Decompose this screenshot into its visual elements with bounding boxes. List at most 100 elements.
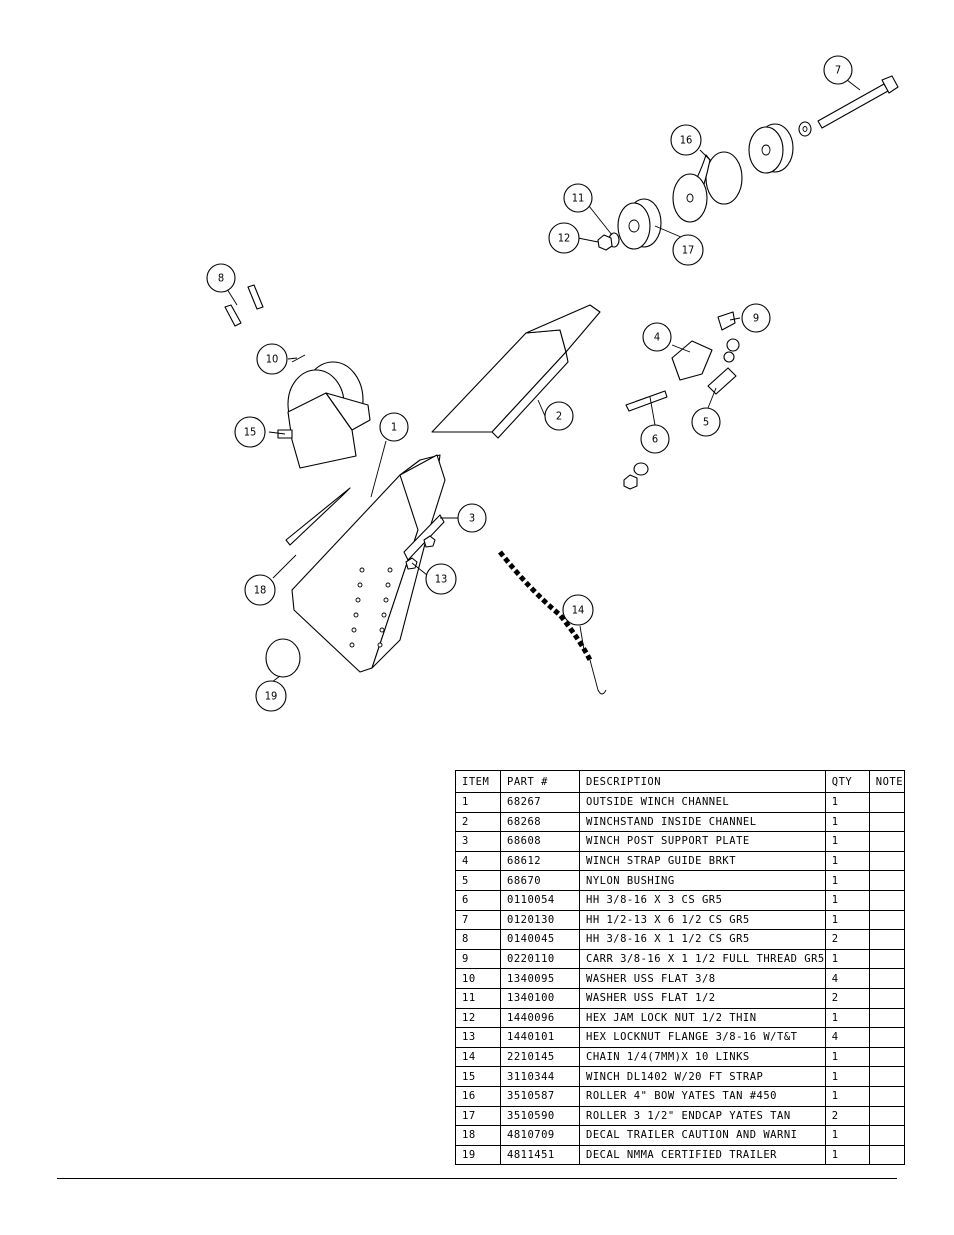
callout-17: 17	[672, 234, 704, 266]
col-header-note: NOTE	[868, 770, 905, 793]
svg-text:6: 6	[652, 433, 658, 446]
outside-channel-1-drawing	[291, 454, 446, 673]
cell-part-number: 1440096	[500, 1007, 580, 1029]
bolt-6-drawing	[623, 390, 668, 490]
col-header-qty: QTY	[824, 770, 870, 793]
inside-channel-2-drawing	[431, 304, 601, 439]
cell-item: 6	[455, 889, 501, 911]
col-header-part-number: PART #	[500, 770, 580, 793]
cell-item: 4	[455, 850, 501, 872]
svg-text:18: 18	[254, 584, 267, 597]
cell-part-number: 2210145	[500, 1046, 580, 1068]
cell-description: CHAIN 1/4(7MM)X 10 LINKS	[579, 1046, 826, 1068]
cell-description: WINCH POST SUPPORT PLATE	[579, 831, 826, 852]
cell-note	[868, 850, 905, 872]
cell-item: 16	[455, 1085, 501, 1107]
callout-18: 18	[244, 574, 276, 606]
cell-part-number: 68268	[500, 811, 580, 833]
svg-text:12: 12	[558, 232, 571, 245]
callout-6: 6	[640, 424, 670, 454]
cell-description: DECAL NMMA CERTIFIED TRAILER	[579, 1144, 826, 1166]
svg-text:2: 2	[556, 410, 562, 423]
nut-12-drawing	[597, 234, 613, 251]
cell-description: CARR 3/8-16 X 1 1/2 FULL THREAD GR5	[579, 948, 826, 970]
cell-qty: 1	[824, 1085, 870, 1107]
decal-19-drawing	[265, 638, 301, 678]
callout-13: 13	[425, 563, 457, 595]
decal-18-drawing	[285, 487, 351, 546]
cell-part-number: 3510590	[500, 1105, 580, 1127]
table-header-row: ITEM PART # DESCRIPTION QTY NOTE	[455, 770, 905, 793]
svg-text:7: 7	[835, 64, 841, 77]
svg-text:17: 17	[682, 244, 695, 257]
cell-item: 9	[455, 948, 501, 970]
callout-12: 12	[548, 222, 580, 254]
footer-rule	[57, 1178, 897, 1179]
callout-14: 14	[562, 594, 594, 626]
cell-part-number: 68608	[500, 831, 580, 852]
cell-item: 10	[455, 968, 501, 989]
bolts-8-drawing	[224, 284, 264, 327]
svg-text:19: 19	[265, 690, 278, 703]
cell-part-number: 3510587	[500, 1085, 580, 1107]
col-header-item: ITEM	[455, 770, 501, 793]
callout-2: 2	[544, 401, 574, 431]
cell-note	[868, 1046, 905, 1068]
callout-8: 8	[206, 263, 236, 293]
exploded-parts-drawing: 1 2 3 4 5 6 7 8 9 10 11 12 13 14 15 16 1…	[206, 55, 899, 712]
svg-text:3: 3	[469, 512, 475, 525]
cell-description: HH 3/8-16 X 1 1/2 CS GR5	[579, 929, 826, 950]
cell-qty: 1	[824, 1066, 870, 1087]
cell-item: 12	[455, 1007, 501, 1029]
cell-qty: 1	[824, 1007, 870, 1029]
cell-part-number: 68612	[500, 850, 580, 872]
cell-part-number: 4811451	[500, 1144, 580, 1166]
endcap-roller-17-drawing	[617, 198, 662, 250]
cell-qty: 1	[824, 889, 870, 911]
callout-5: 5	[691, 407, 721, 437]
cell-note	[868, 929, 905, 950]
svg-text:10: 10	[266, 353, 279, 366]
svg-text:15: 15	[244, 426, 257, 439]
svg-text:5: 5	[703, 416, 709, 429]
cell-description: HEX JAM LOCK NUT 1/2 THIN	[579, 1007, 826, 1029]
cell-qty: 1	[824, 948, 870, 970]
washer-drawing	[798, 121, 812, 137]
cell-qty: 1	[824, 870, 870, 891]
cell-qty: 2	[824, 987, 870, 1009]
cell-part-number: 0110054	[500, 889, 580, 911]
cell-description: ROLLER 3 1/2" ENDCAP YATES TAN	[579, 1105, 826, 1127]
endcap-roller-right-drawing	[748, 123, 794, 174]
cell-description: WINCH STRAP GUIDE BRKT	[579, 850, 826, 872]
cell-note	[868, 831, 905, 852]
chain-14-drawing	[498, 550, 607, 695]
cell-note	[868, 968, 905, 989]
cell-qty: 1	[824, 811, 870, 833]
cell-qty: 1	[824, 909, 870, 931]
cell-part-number: 3110344	[500, 1066, 580, 1087]
cell-note	[868, 1007, 905, 1029]
svg-text:11: 11	[572, 192, 585, 205]
cell-description: HH 3/8-16 X 3 CS GR5	[579, 889, 826, 911]
cell-qty: 2	[824, 1105, 870, 1127]
cell-note	[868, 909, 905, 931]
cell-part-number: 0140045	[500, 929, 580, 950]
cell-qty: 2	[824, 929, 870, 950]
cell-item: 18	[455, 1125, 501, 1146]
cell-note	[868, 1027, 905, 1048]
callout-1: 1	[379, 412, 409, 442]
callout-15: 15	[234, 416, 266, 448]
callout-9: 9	[741, 303, 771, 333]
cell-item: 13	[455, 1027, 501, 1048]
cell-part-number: 68267	[500, 792, 580, 813]
